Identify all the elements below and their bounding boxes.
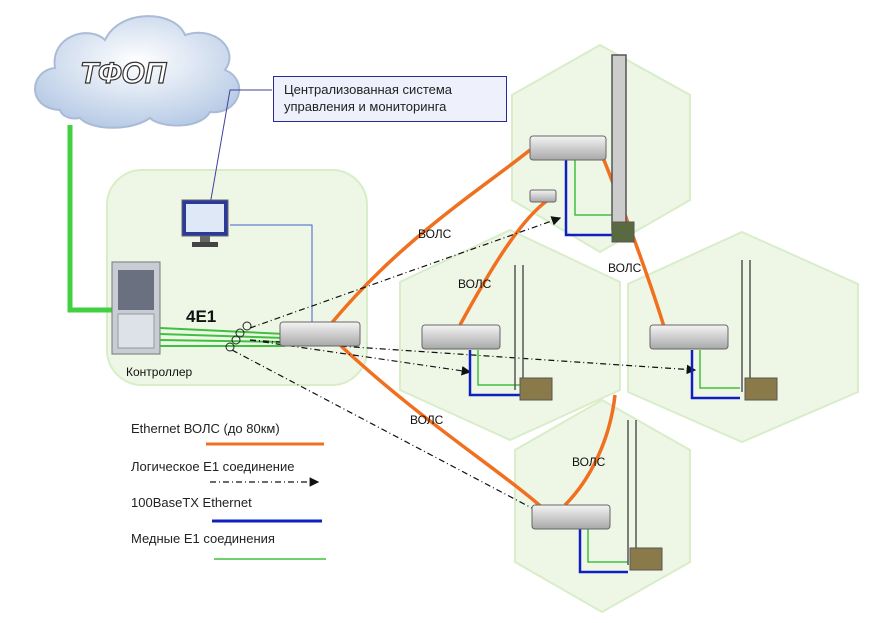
fiber-label: ВОЛС	[608, 261, 642, 275]
management-callout-line	[209, 89, 272, 206]
legend: Ethernet ВОЛС (до 80км) Логическое E1 со…	[131, 421, 326, 560]
pstn-label: ТФОП	[80, 57, 168, 90]
switch-icons	[279, 135, 729, 530]
hex-cell-left	[399, 228, 621, 442]
controller-label: Контроллер	[126, 365, 193, 379]
hex-cell-right	[627, 230, 859, 444]
management-link	[230, 224, 313, 322]
legend-label-ethernet: 100BaseTX Ethernet	[131, 495, 252, 510]
fiber-label: ВОЛС	[458, 277, 492, 291]
monitor-icon	[181, 199, 229, 247]
management-line-2: управления и мониторинга	[284, 99, 447, 114]
legend-label-fiber: Ethernet ВОЛС (до 80км)	[131, 421, 280, 436]
cell-hexagons	[399, 43, 859, 614]
management-system-callout: Централизованная система управления и мо…	[273, 76, 507, 122]
legend-label-logical-e1: Логическое E1 соединение	[131, 459, 294, 474]
management-line-1: Централизованная система	[284, 82, 453, 97]
fiber-label: ВОЛС	[572, 455, 606, 469]
legend-label-copper-e1: Медные E1 соединения	[131, 531, 275, 546]
trunk-4e1-label: 4E1	[186, 307, 216, 326]
fiber-label: ВОЛС	[410, 413, 444, 427]
controller-rack-icon	[111, 261, 161, 355]
pstn-cloud: ТФОП	[34, 15, 241, 129]
central-switch	[279, 321, 361, 347]
copper-e1-uplink	[67, 125, 112, 313]
fiber-label: ВОЛС	[418, 227, 452, 241]
